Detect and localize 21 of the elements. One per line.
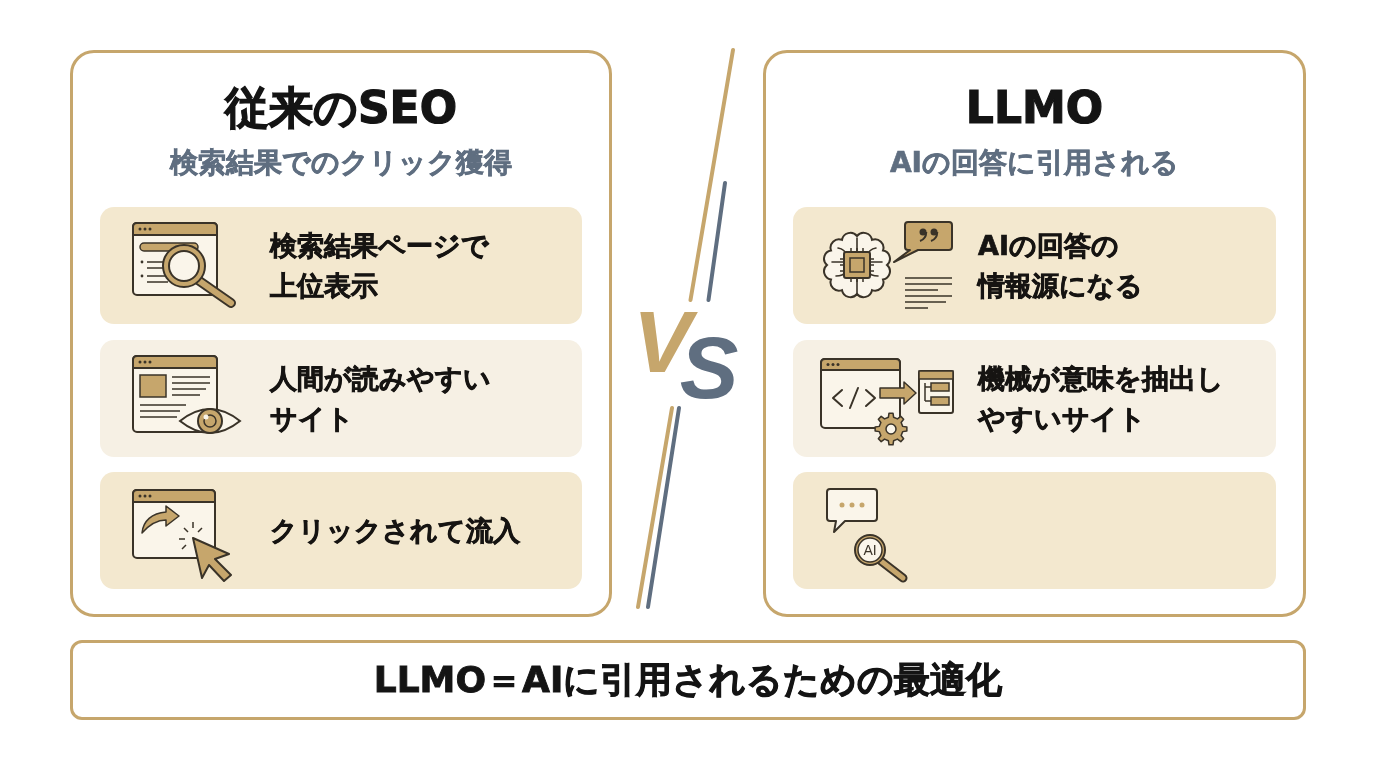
feature-card [100,340,582,457]
feature-card [793,340,1276,457]
comparison-panel [763,50,1306,617]
panel-title: 従来のSEO [224,82,458,134]
card-text: クリックされて流入 [270,513,520,548]
card-text: 検索結果ページで上位表示 [270,228,490,303]
card-text: 人間が読みやすいサイト [270,361,492,436]
feature-card [793,472,1276,589]
panel-subtitle: 検索結果でのクリック獲得 [170,145,512,181]
comparison-panel [70,50,612,617]
summary-text: LLMO＝AIに引用されるための最適化 [373,658,1003,702]
lens-text: AI [863,542,877,558]
feature-card [100,472,582,589]
vs-text: VS [633,307,739,403]
summary-banner [70,640,1306,720]
card-text: AIの回答の情報源になる [978,228,1144,303]
panel-title: LLMO [965,82,1104,134]
panel-subtitle: AIの回答に引用される [889,145,1180,181]
feature-card [100,207,582,324]
feature-card [793,207,1276,324]
card-text: 機械が意味を抽出しやすいサイト [978,361,1225,436]
